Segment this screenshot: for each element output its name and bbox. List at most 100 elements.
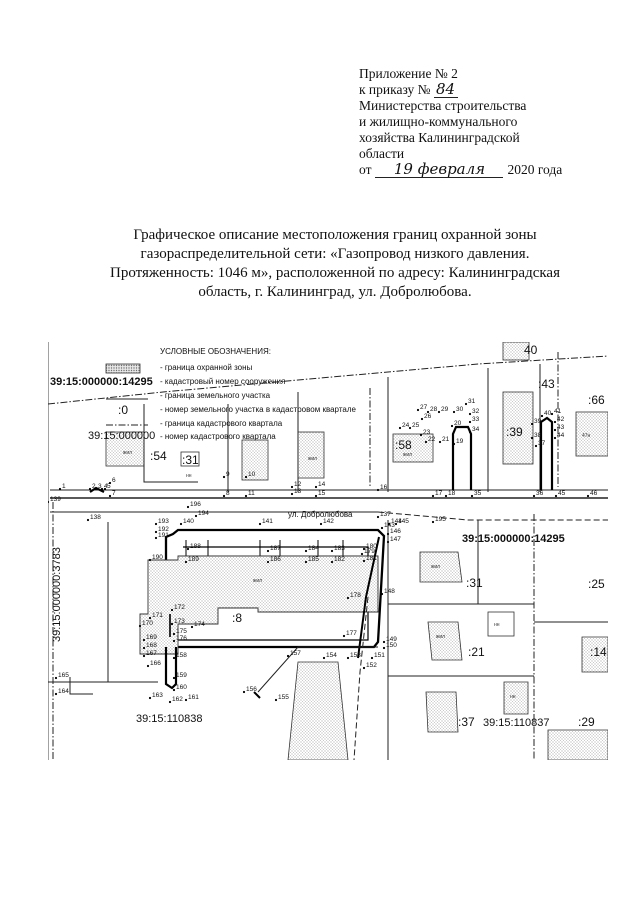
point-label-139: 139 bbox=[50, 496, 61, 503]
point-label-28: 28 bbox=[430, 406, 438, 413]
point-label-193: 193 bbox=[158, 518, 169, 525]
zone-leg-160 bbox=[164, 647, 178, 690]
legend-heading: УСЛОВНЫЕ ОБОЗНАЧЕНИЯ: bbox=[160, 347, 271, 356]
building-31-right bbox=[419, 551, 463, 583]
point-marker-158 bbox=[172, 656, 176, 660]
point-marker-26 bbox=[420, 417, 424, 421]
building-39 bbox=[502, 391, 534, 465]
point-marker-12 bbox=[290, 485, 294, 489]
point-marker-156 bbox=[242, 690, 246, 694]
point-marker-170 bbox=[138, 624, 142, 628]
point-marker-173 bbox=[170, 622, 174, 626]
point-label-14: 14 bbox=[318, 481, 326, 488]
point-marker-160 bbox=[172, 688, 176, 692]
point-marker-9 bbox=[222, 475, 226, 479]
point-marker-22 bbox=[424, 440, 428, 444]
point-label-152: 152 bbox=[366, 662, 377, 669]
document-title: Графическое описание местоположения гран… bbox=[80, 226, 590, 302]
building-upper-2 bbox=[297, 431, 325, 479]
point-label-140: 140 bbox=[183, 518, 194, 525]
parcel-label-54: :54 bbox=[150, 449, 167, 463]
point-marker-46 bbox=[586, 494, 590, 498]
point-marker-159 bbox=[172, 676, 176, 680]
point-label-188: 188 bbox=[190, 543, 201, 550]
point-label-34: 34 bbox=[472, 426, 480, 433]
point-label-12: 12 bbox=[294, 481, 302, 488]
point-label-191: 191 bbox=[158, 532, 169, 539]
point-label-172: 172 bbox=[174, 604, 185, 611]
building-37 bbox=[425, 691, 459, 733]
point-label-183: 183 bbox=[334, 545, 345, 552]
cadastral-map: УСЛОВНЫЕ ОБОЗНАЧЕНИЯ: - граница охранной… bbox=[46, 341, 609, 761]
point-marker-193 bbox=[154, 522, 158, 526]
point-marker-176 bbox=[172, 639, 176, 643]
point-marker-38 bbox=[530, 436, 534, 440]
parcel-label-58: :58 bbox=[395, 438, 412, 452]
building-label-58: жил bbox=[403, 452, 412, 458]
building-47n bbox=[575, 411, 609, 457]
point-label-149: 149 bbox=[386, 636, 397, 643]
point-label-2: 2 bbox=[92, 483, 96, 490]
point-marker-31 bbox=[464, 402, 468, 406]
point-label-147: 147 bbox=[390, 536, 401, 543]
parcel-label-39: :39 bbox=[506, 425, 523, 439]
point-label-179: 179 bbox=[364, 548, 375, 555]
point-marker-138 bbox=[86, 518, 90, 522]
point-label-175: 175 bbox=[176, 628, 187, 635]
street-label: ул. Добролюбова bbox=[288, 510, 353, 519]
point-label-10: 10 bbox=[248, 471, 256, 478]
point-label-142: 142 bbox=[323, 518, 334, 525]
point-marker-192 bbox=[154, 530, 158, 534]
point-marker-15 bbox=[314, 494, 318, 498]
point-label-181: 181 bbox=[366, 555, 377, 562]
point-marker-20 bbox=[450, 424, 454, 428]
point-marker-189 bbox=[184, 560, 188, 564]
point-marker-29 bbox=[437, 410, 441, 414]
point-marker-4 bbox=[100, 487, 104, 491]
point-label-45: 45 bbox=[558, 490, 566, 497]
point-marker-179 bbox=[360, 552, 364, 556]
point-label-42: 42 bbox=[557, 416, 565, 423]
point-label-163: 163 bbox=[152, 692, 163, 699]
point-marker-43 bbox=[553, 428, 557, 432]
point-label-15: 15 bbox=[318, 490, 326, 497]
point-marker-37 bbox=[534, 444, 538, 448]
point-label-153: 153 bbox=[350, 652, 361, 659]
nn-label-right: нн bbox=[510, 694, 516, 700]
point-label-4: 4 bbox=[104, 483, 108, 490]
point-marker-21 bbox=[438, 440, 442, 444]
point-label-19: 19 bbox=[456, 438, 464, 445]
point-marker-3 bbox=[94, 487, 98, 491]
annex-line-3: Министерства строительства bbox=[359, 98, 527, 113]
point-label-158: 158 bbox=[176, 652, 187, 659]
point-marker-145 bbox=[394, 522, 398, 526]
point-label-159: 159 bbox=[176, 672, 187, 679]
point-marker-171 bbox=[148, 616, 152, 620]
point-label-137: 137 bbox=[380, 511, 391, 518]
point-label-195: 195 bbox=[435, 516, 446, 523]
point-label-1: 1 bbox=[62, 483, 66, 490]
building-label-21: жил bbox=[436, 634, 445, 640]
point-marker-149 bbox=[382, 640, 386, 644]
point-label-165: 165 bbox=[58, 672, 69, 679]
point-label-151: 151 bbox=[374, 652, 385, 659]
point-label-25: 25 bbox=[412, 422, 420, 429]
legend-parcel-text: - граница земельного участка bbox=[160, 391, 271, 400]
parcel-label-29: :29 bbox=[578, 715, 595, 729]
point-marker-13 bbox=[290, 492, 294, 496]
point-marker-150 bbox=[382, 646, 386, 650]
box-31-top bbox=[180, 451, 200, 467]
point-label-189: 189 bbox=[188, 556, 199, 563]
point-marker-178 bbox=[346, 596, 350, 600]
point-marker-167 bbox=[142, 654, 146, 658]
building-label-31: жил bbox=[431, 564, 440, 570]
point-label-32: 32 bbox=[472, 408, 480, 415]
point-label-146: 146 bbox=[390, 528, 401, 535]
parcel-label-25: :25 bbox=[588, 577, 605, 591]
point-label-33: 33 bbox=[472, 416, 480, 423]
point-marker-8 bbox=[222, 494, 226, 498]
point-label-138: 138 bbox=[90, 514, 101, 521]
point-marker-164 bbox=[54, 692, 58, 696]
point-label-169: 169 bbox=[146, 634, 157, 641]
